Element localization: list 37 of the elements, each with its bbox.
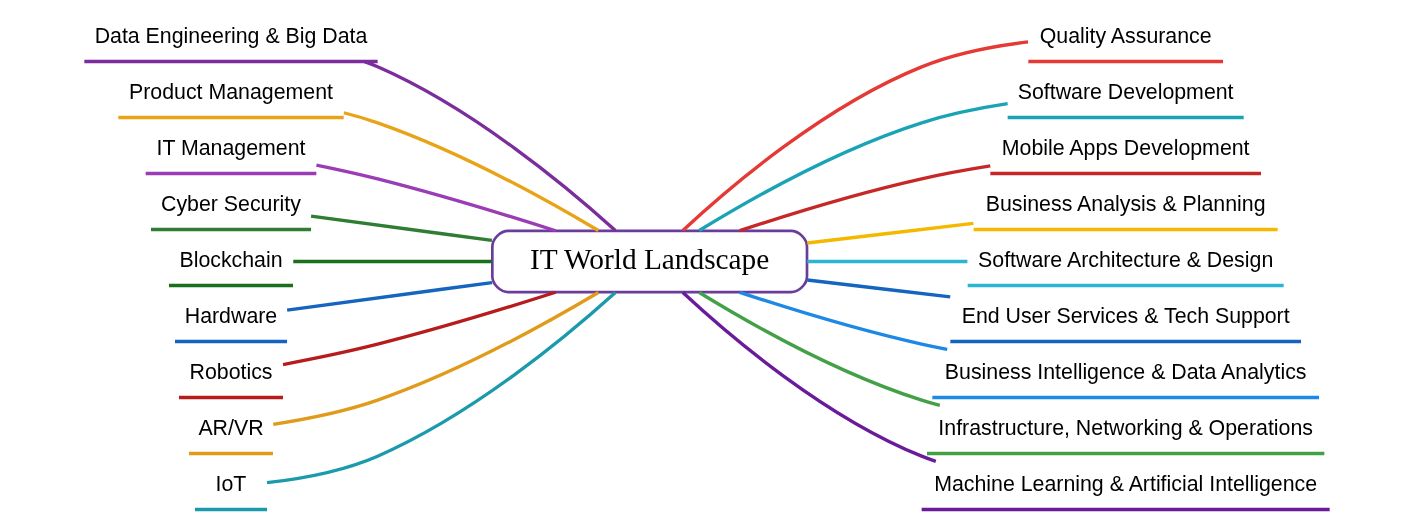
connector <box>698 291 941 408</box>
connector <box>282 290 557 367</box>
node-text: Machine Learning & Artificial Intelligence <box>934 471 1318 496</box>
node-text: Blockchain <box>179 247 283 272</box>
connector <box>272 291 600 426</box>
node-text: Data Engineering & Big Data <box>94 23 368 48</box>
connector <box>293 259 492 264</box>
connector <box>698 102 1008 232</box>
connector <box>343 111 600 232</box>
node-text: Business Analysis & Planning <box>985 191 1266 216</box>
node-text: Hardware <box>184 303 278 328</box>
node-text: Infrastructure, Networking & Operations <box>938 415 1313 440</box>
node-text: AR/VR <box>198 415 264 440</box>
node-text: IoT <box>215 471 247 496</box>
node-text: Cyber Security <box>161 191 301 216</box>
connector <box>316 163 557 233</box>
connector <box>807 221 974 245</box>
connector <box>681 291 937 463</box>
node-text: Product Management <box>129 79 333 104</box>
connector <box>286 280 493 312</box>
node-text: End User Services & Tech Support <box>961 303 1290 328</box>
connector <box>364 60 617 232</box>
connector <box>739 164 991 233</box>
connector <box>266 291 617 485</box>
node-text: Software Development <box>1017 79 1234 104</box>
connector <box>310 214 493 243</box>
node-text: Business Intelligence & Data Analytics <box>944 359 1307 384</box>
connector <box>739 290 948 352</box>
connector <box>681 40 1029 232</box>
node-text: Mobile Apps Development <box>1001 135 1250 160</box>
node-text: Quality Assurance <box>1039 23 1212 48</box>
node-text: IT Management <box>156 135 306 160</box>
connector <box>807 259 968 264</box>
node-text: Software Architecture & Design <box>978 247 1274 272</box>
node-box: IT World Landscape <box>491 229 809 294</box>
connector <box>807 278 951 299</box>
node-text: Robotics <box>189 359 273 384</box>
